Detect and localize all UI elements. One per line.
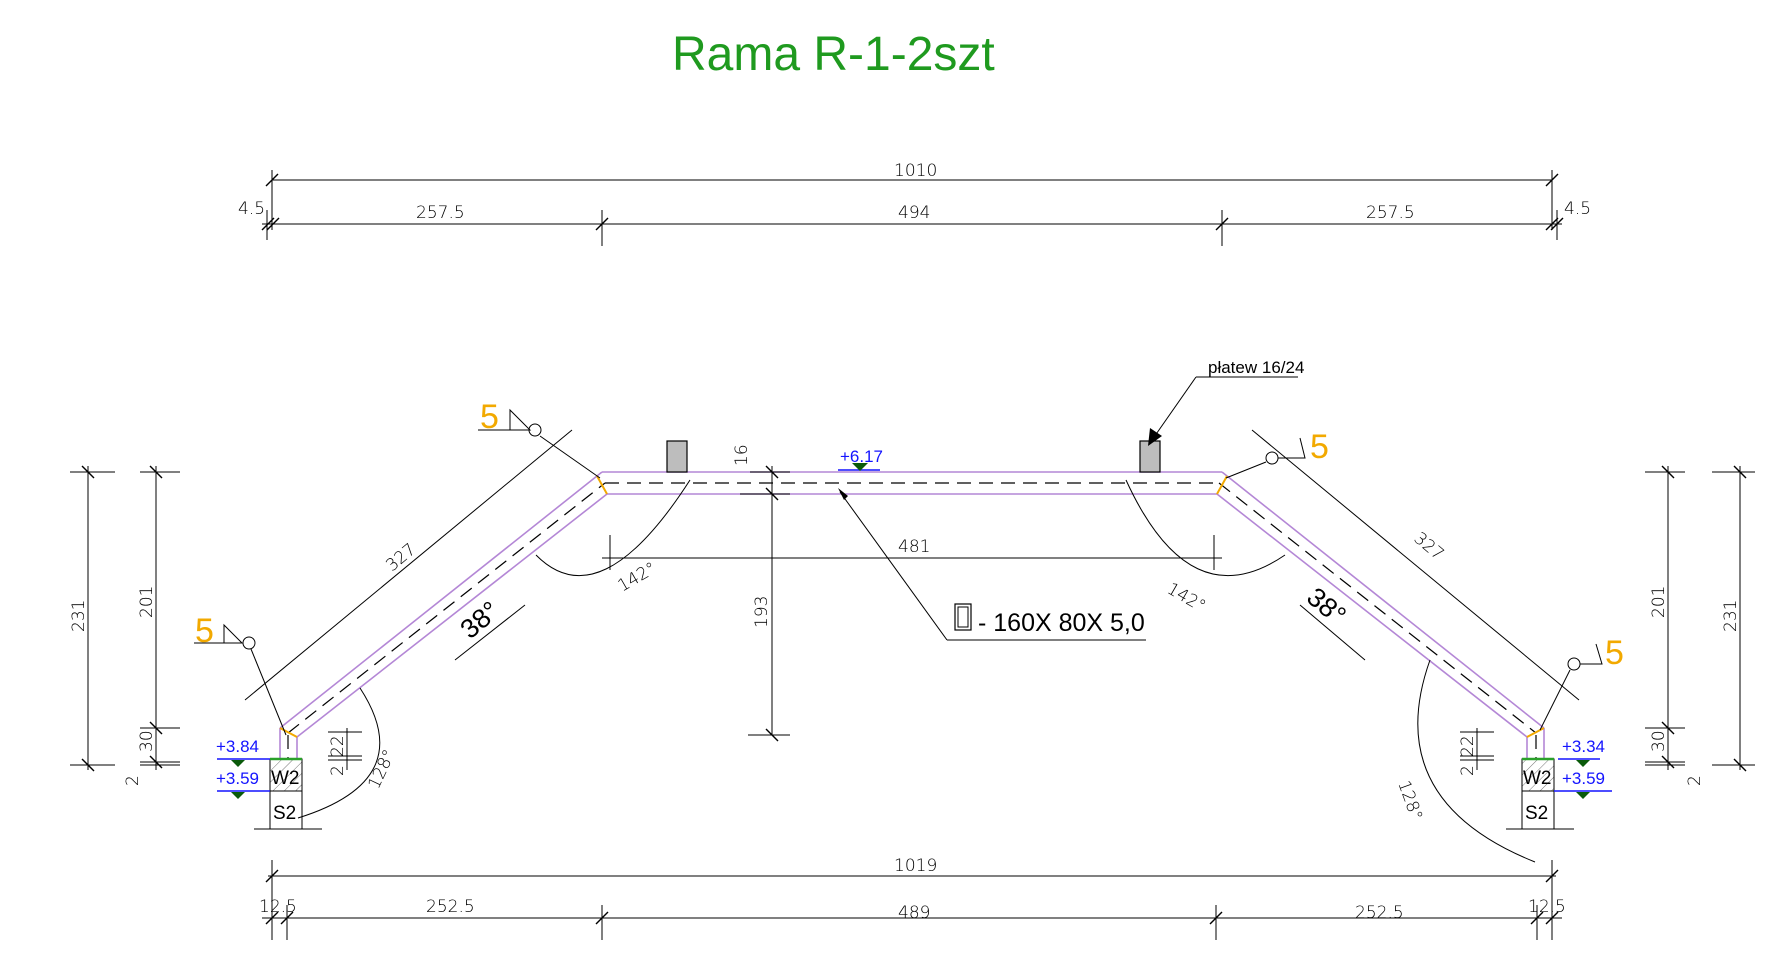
right-vertical-dims: 231 201 30 2 (1645, 465, 1755, 786)
rafter-dims: 327 327 (244, 429, 1580, 701)
dim-12.5-right: 12.5 (1528, 897, 1566, 917)
dim-4.5-right: 4.5 (1564, 199, 1591, 219)
angle-38-left: 38° (455, 595, 506, 644)
dim-4.5-left: 4.5 (238, 199, 265, 219)
dim-231-right: 231 (1721, 600, 1741, 632)
dim-12.5-left: 12.5 (259, 897, 297, 917)
purlin-right (1139, 440, 1161, 473)
dim-2-right: 2 (1458, 765, 1478, 776)
ridge-level-marker: +6.17 (838, 447, 883, 471)
support-w2-left: W2 (271, 768, 300, 789)
purlin-callout: płatew 16/24 (1148, 358, 1304, 446)
support-s2-right: S2 (1525, 803, 1548, 824)
dim-489: 489 (898, 903, 930, 923)
purlin-left (666, 440, 688, 473)
purlin-label: płatew 16/24 (1208, 358, 1304, 377)
weld-bottom-left: 5 (195, 612, 214, 650)
level-right-top: +3.34 (1562, 737, 1605, 756)
support-s2-left: S2 (273, 803, 296, 824)
dim-481: 481 (602, 535, 1222, 570)
dim-231-left: 231 (69, 600, 89, 632)
dim-327-left: 327 (382, 540, 420, 576)
section-label: - 160X 80X 5,0 (978, 609, 1145, 637)
level-ridge: +6.17 (840, 447, 883, 466)
bottom-dimension-chain: 1019 12.5 252.5 489 252.5 12.5 (259, 856, 1566, 940)
dim-257.5-left: 257.5 (416, 203, 465, 223)
top-dimension-chain: 1010 4.5 257.5 494 257.5 4.5 (238, 161, 1591, 246)
dim-327-right: 327 (1410, 529, 1448, 565)
left-support: W2 S2 +3.84 +3.59 (216, 737, 322, 830)
level-left-top: +3.84 (216, 737, 259, 756)
left-vertical-dims: 231 201 30 2 (69, 465, 180, 786)
weld-symbols: 5 5 5 5 (194, 398, 1624, 736)
dim-201-right: 201 (1649, 586, 1669, 618)
angle-142-left: 142° (615, 559, 660, 597)
angle-128-right: 128° (1393, 778, 1426, 823)
angle-38-right: 38° (1301, 582, 1352, 631)
section-callout: - 160X 80X 5,0 (838, 488, 1146, 641)
dim-2-right-outer: 2 (1685, 775, 1705, 786)
weld-top-right: 5 (1310, 428, 1329, 466)
dim-257.5-right: 257.5 (1366, 203, 1415, 223)
weld-bottom-right: 5 (1605, 634, 1624, 672)
dim-193-text: 193 (752, 596, 772, 628)
right-support: W2 S2 +3.34 +3.59 (1506, 737, 1612, 830)
dim-2-left: 2 (328, 765, 348, 776)
dim-481-text: 481 (898, 537, 930, 557)
level-right-bottom: +3.59 (1562, 769, 1605, 788)
angle-142-right: 142° (1164, 579, 1209, 617)
angle-128-left: 128° (364, 747, 399, 793)
dim-16: 16 193 (732, 444, 790, 742)
dim-252.5-left: 252.5 (426, 897, 475, 917)
dim-252.5-right: 252.5 (1355, 903, 1404, 923)
dim-201-left: 201 (137, 586, 157, 618)
dim-1010: 1010 (894, 161, 937, 181)
dim-16-text: 16 (732, 444, 752, 466)
dim-22-left: 22 (328, 735, 348, 757)
weld-top-left: 5 (480, 398, 499, 436)
column-dims: 22 2 22 2 (328, 728, 1494, 776)
frame-beam (279, 471, 1545, 760)
dim-30-left: 30 (137, 730, 157, 752)
dim-494: 494 (898, 203, 930, 223)
level-left-bottom: +3.59 (216, 769, 259, 788)
support-w2-right: W2 (1523, 768, 1552, 789)
dim-2-left-outer: 2 (123, 775, 143, 786)
dim-22-right: 22 (1458, 735, 1478, 757)
drawing-title: Rama R-1-2szt (672, 28, 995, 81)
dim-1019: 1019 (894, 856, 937, 876)
dim-30-right: 30 (1649, 730, 1669, 752)
